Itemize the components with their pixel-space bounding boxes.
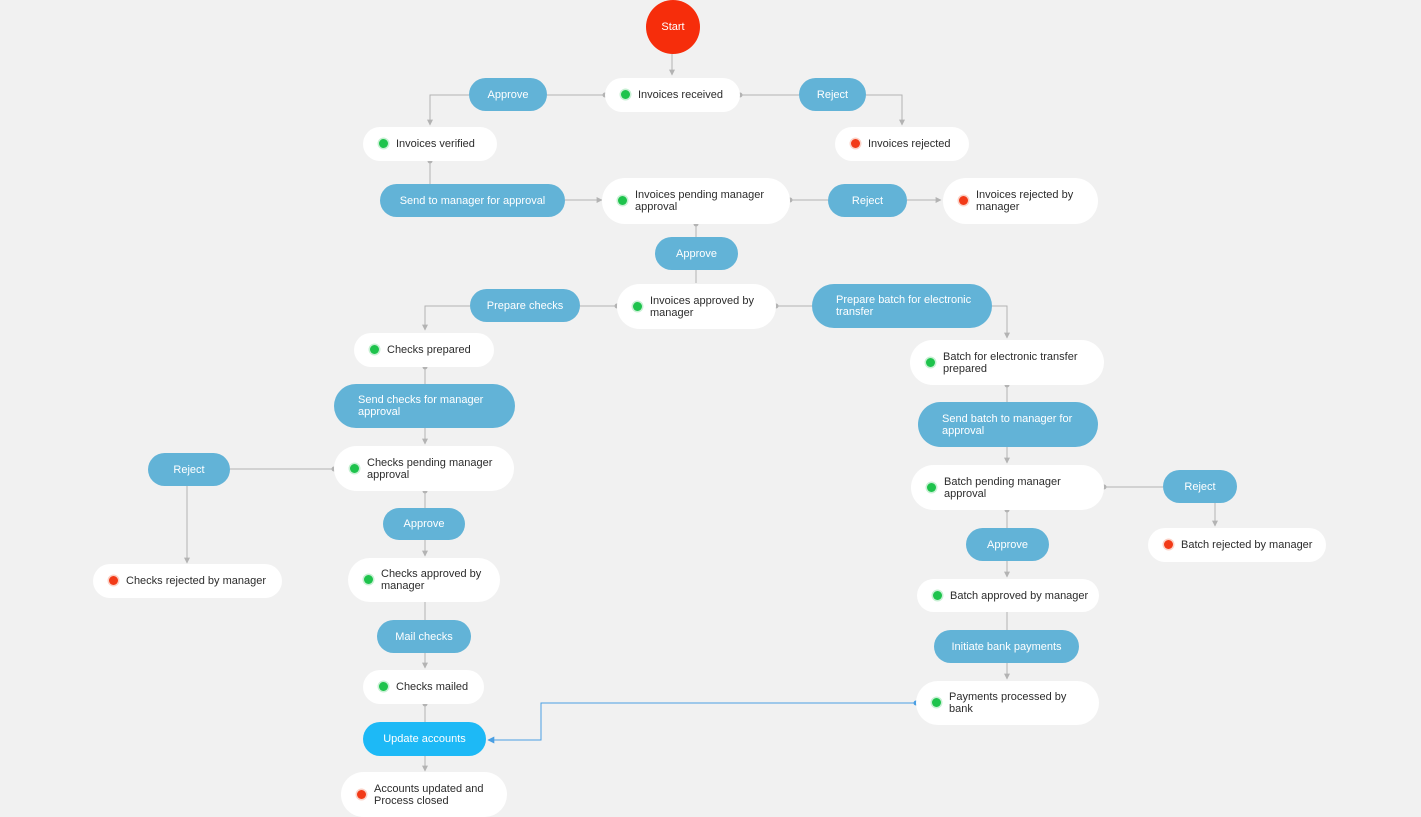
state-label: Checks rejected by manager <box>126 575 267 587</box>
state-accounts-updated-and-process-closed[interactable]: Accounts updated and Process closed <box>341 772 507 817</box>
state-label: Payments processed by bank <box>949 691 1067 715</box>
start-label: Start <box>661 21 685 33</box>
state-batch-rejected-by-manager[interactable]: Batch rejected by manager <box>1148 528 1326 562</box>
transition-label: Approve <box>987 538 1028 551</box>
state-batch-pending-manager-approval[interactable]: Batch pending manager approval <box>911 465 1104 510</box>
status-green-icon <box>379 682 388 691</box>
state-invoices-received[interactable]: Invoices received <box>605 78 740 112</box>
transition-manager-reject-invoices[interactable]: Reject <box>828 184 907 217</box>
status-green-icon <box>379 139 388 148</box>
transition-send-checks-for-manager-approval[interactable]: Send checks for manager approval <box>334 384 515 428</box>
connector-prepare-checks-to-prepared <box>422 305 470 331</box>
status-green-icon <box>618 196 627 205</box>
state-label: Batch approved by manager <box>950 589 1089 602</box>
transition-mail-checks[interactable]: Mail checks <box>377 620 471 653</box>
transition-label: Reject <box>851 194 884 207</box>
state-payments-processed-by-bank[interactable]: Payments processed by bank <box>916 681 1099 725</box>
status-red-icon <box>357 789 366 799</box>
transition-label: Prepare checks <box>486 299 564 312</box>
status-green-icon <box>621 90 630 99</box>
status-green-icon <box>932 698 941 707</box>
transition-approve-batch[interactable]: Approve <box>966 528 1049 561</box>
transition-label: Send to manager for approval <box>399 194 546 207</box>
status-green-icon <box>926 357 935 367</box>
transition-label: Approve <box>487 88 529 101</box>
status-green-icon <box>933 590 942 600</box>
status-green-icon <box>370 345 379 354</box>
state-label: Batch for electronic transfer prepared <box>943 350 1078 375</box>
state-label: Batch pending manager approval <box>944 475 1061 500</box>
state-label: Invoices verified <box>396 138 475 150</box>
status-green-icon <box>927 482 936 492</box>
transition-prepare-batch-for-electronic-transfer[interactable]: Prepare batch for electronic transfer <box>812 284 992 328</box>
state-label: Checks pending manager approval <box>367 456 493 481</box>
transition-label: Approve <box>676 247 717 260</box>
transition-send-to-manager-for-approval[interactable]: Send to manager for approval <box>380 184 565 217</box>
transition-update-accounts[interactable]: Update accounts <box>363 722 486 756</box>
state-label: Checks approved by manager <box>381 568 482 592</box>
state-invoices-rejected-by-manager[interactable]: Invoices rejected by manager <box>943 178 1098 224</box>
status-red-icon <box>851 139 860 148</box>
state-label: Invoices received <box>638 89 723 101</box>
state-label: Invoices rejected by manager <box>976 189 1074 213</box>
state-batch-for-electronic-transfer-prepared[interactable]: Batch for electronic transfer prepared <box>910 340 1104 385</box>
transition-send-batch-to-manager-for-approval[interactable]: Send batch to manager for approval <box>918 402 1098 447</box>
transition-label: Send batch to manager for approval <box>942 412 1073 437</box>
transition-label: Reject <box>1184 480 1216 493</box>
transition-label: Approve <box>403 518 445 530</box>
connector-processed-to-update-accounts <box>487 702 916 744</box>
state-invoices-rejected[interactable]: Invoices rejected <box>835 127 969 161</box>
state-label: Invoices pending manager approval <box>635 189 765 213</box>
transition-approve-checks[interactable]: Approve <box>383 508 465 540</box>
transition-reject-invoices[interactable]: Reject <box>799 78 866 111</box>
connector-prepare-batch-to-batch-prepared <box>992 305 1010 339</box>
state-label: Invoices approved by manager <box>650 294 754 319</box>
transition-label: Mail checks <box>395 630 453 643</box>
transition-approve-invoices[interactable]: Approve <box>469 78 547 111</box>
state-label: Checks mailed <box>396 681 469 693</box>
transition-label: Reject <box>816 88 849 101</box>
state-label: Accounts updated and Process closed <box>374 782 484 807</box>
state-label: Batch rejected by manager <box>1181 539 1313 551</box>
status-green-icon <box>364 575 373 584</box>
transition-label: Update accounts <box>383 733 466 745</box>
status-red-icon <box>959 196 968 205</box>
status-green-icon <box>350 463 359 473</box>
connector-approve-to-verified <box>427 94 469 126</box>
state-invoices-verified[interactable]: Invoices verified <box>363 127 497 161</box>
transition-prepare-checks[interactable]: Prepare checks <box>470 289 580 322</box>
transition-manager-approve-invoices[interactable]: Approve <box>655 237 738 270</box>
status-green-icon <box>633 301 642 311</box>
state-invoices-approved-by-manager[interactable]: Invoices approved by manager <box>617 284 776 329</box>
transition-reject-batch[interactable]: Reject <box>1163 470 1237 503</box>
state-invoices-pending-manager-approval[interactable]: Invoices pending manager approval <box>602 178 790 224</box>
state-label: Checks prepared <box>387 344 471 356</box>
state-checks-approved-by-manager[interactable]: Checks approved by manager <box>348 558 500 602</box>
state-checks-pending-manager-approval[interactable]: Checks pending manager approval <box>334 446 514 491</box>
start-node[interactable]: Start <box>646 0 700 54</box>
transition-initiate-bank-payments[interactable]: Initiate bank payments <box>934 630 1079 663</box>
transition-label: Prepare batch for electronic transfer <box>836 294 972 318</box>
transition-label: Reject <box>173 463 205 476</box>
state-checks-prepared[interactable]: Checks prepared <box>354 333 494 367</box>
transition-reject-checks[interactable]: Reject <box>148 453 230 486</box>
status-red-icon <box>109 576 118 585</box>
transition-label: Initiate bank payments <box>951 640 1062 653</box>
state-checks-mailed[interactable]: Checks mailed <box>363 670 484 704</box>
connector-reject-to-rejected <box>866 94 905 126</box>
state-batch-approved-by-manager[interactable]: Batch approved by manager <box>917 579 1099 612</box>
state-checks-rejected-by-manager[interactable]: Checks rejected by manager <box>93 564 282 598</box>
status-red-icon <box>1164 540 1173 549</box>
state-label: Invoices rejected <box>868 138 951 150</box>
transition-label: Send checks for manager approval <box>358 394 484 418</box>
